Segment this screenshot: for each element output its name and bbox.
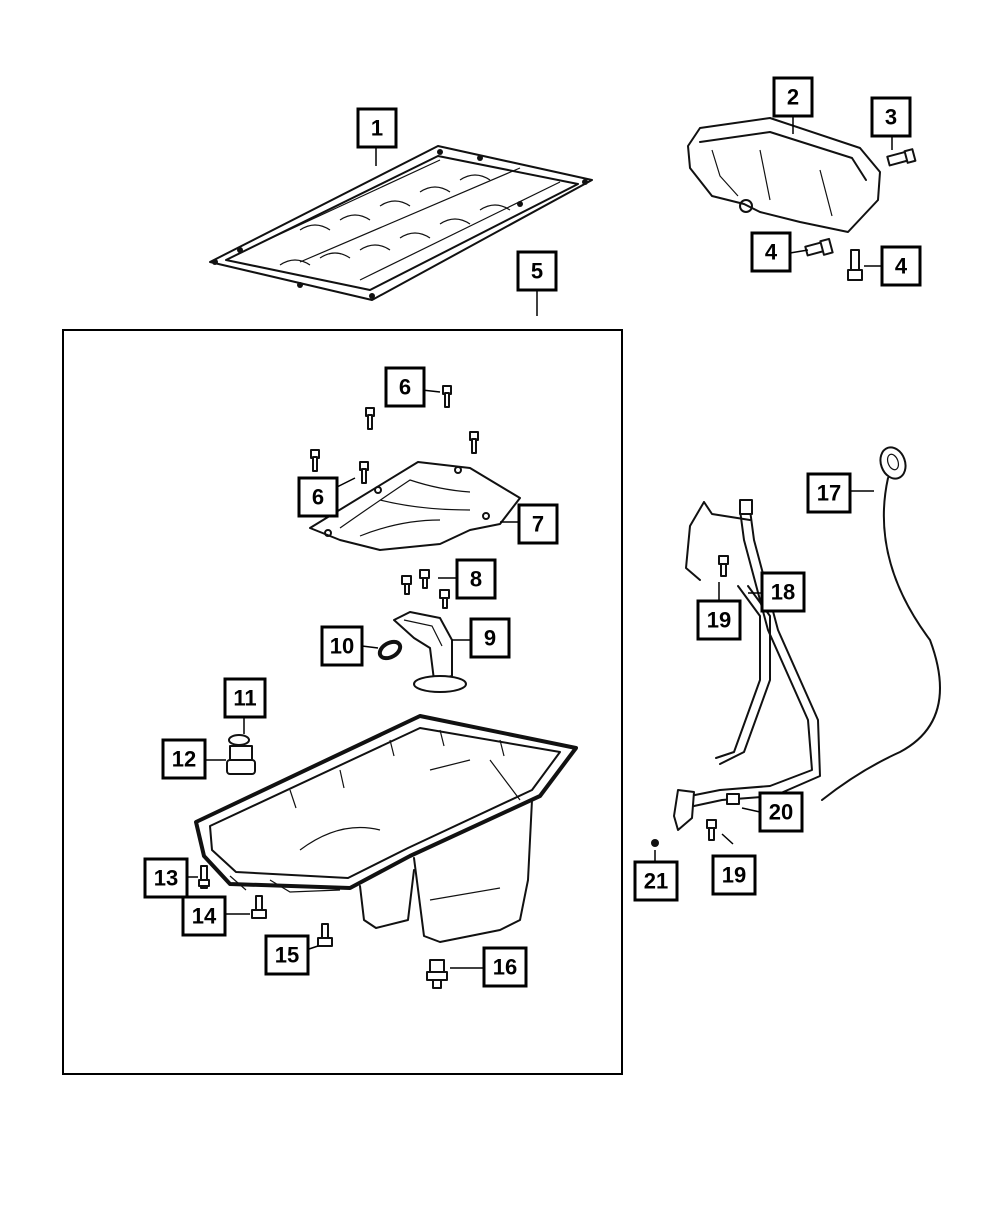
callout-15: 15: [264, 934, 310, 976]
bolt-part-15: [317, 923, 333, 947]
svg-text:13: 13: [154, 866, 178, 891]
bolt-part-8-set: [401, 569, 450, 609]
callout-6a: 6: [384, 366, 426, 408]
callout-21: 21: [633, 860, 679, 902]
svg-text:19: 19: [722, 863, 746, 888]
callout-7: 7: [517, 503, 559, 545]
bolt-part-19a: [718, 555, 729, 577]
callout-20: 20: [758, 791, 804, 833]
drain-plug-part-16: [426, 959, 448, 989]
oil-pickup-tube-part: [393, 611, 467, 693]
svg-text:20: 20: [769, 800, 793, 825]
svg-text:8: 8: [470, 567, 482, 592]
bolt-part-4a: [804, 237, 834, 257]
svg-text:6: 6: [399, 375, 411, 400]
svg-text:4: 4: [895, 254, 908, 279]
svg-text:3: 3: [885, 105, 897, 130]
svg-text:11: 11: [233, 686, 256, 711]
bolt-part-19b: [706, 819, 717, 841]
svg-text:15: 15: [275, 943, 299, 968]
svg-text:9: 9: [484, 626, 496, 651]
svg-text:5: 5: [531, 259, 543, 284]
plug-part-12: [226, 745, 256, 775]
callout-13: 13: [143, 857, 189, 899]
nut-part-20: [726, 793, 740, 805]
stud-part-13: [198, 865, 210, 889]
bolt-part-14: [251, 895, 267, 919]
callout-19b: 19: [711, 854, 757, 896]
bolt-part-3: [886, 148, 917, 167]
svg-text:2: 2: [787, 85, 799, 110]
callout-9: 9: [469, 617, 511, 659]
callout-4b: 4: [880, 245, 922, 287]
svg-text:12: 12: [172, 747, 196, 772]
bolt-part-4b: [847, 249, 863, 281]
callout-4a: 4: [750, 231, 792, 273]
svg-text:17: 17: [817, 481, 841, 506]
svg-text:1: 1: [371, 116, 383, 141]
svg-text:4: 4: [765, 240, 778, 265]
oil-baffle-plate-part: [309, 461, 521, 551]
callout-1: 1: [356, 107, 398, 149]
bolt-part-6-set: [310, 385, 479, 484]
callout-2: 2: [772, 76, 814, 118]
callout-19a: 19: [696, 599, 742, 641]
dipstick-tube-part: [673, 499, 821, 831]
callout-18: 18: [760, 571, 806, 613]
oil-pan-group-frame: [62, 329, 623, 1075]
callout-17: 17: [806, 472, 852, 514]
oring-part-11: [228, 734, 250, 746]
oring-part-10: [377, 639, 403, 661]
callout-12: 12: [161, 738, 207, 780]
oil-pan-part: [194, 714, 578, 943]
callout-8: 8: [455, 558, 497, 600]
callout-14: 14: [181, 895, 227, 937]
svg-text:19: 19: [707, 608, 731, 633]
oil-pan-bracket-part: [687, 117, 881, 233]
windage-tray-part: [209, 145, 593, 301]
callout-3: 3: [870, 96, 912, 138]
callout-6b: 6: [297, 476, 339, 518]
svg-text:10: 10: [330, 634, 354, 659]
callout-11: 11: [223, 677, 267, 719]
svg-text:14: 14: [192, 904, 217, 929]
dipstick-part: [821, 446, 941, 801]
svg-text:6: 6: [312, 485, 324, 510]
svg-text:18: 18: [771, 580, 795, 605]
seal-part-21: [651, 839, 659, 847]
svg-text:16: 16: [493, 955, 517, 980]
svg-text:21: 21: [644, 869, 668, 894]
callout-5: 5: [516, 250, 558, 292]
callout-10: 10: [320, 625, 364, 667]
svg-text:7: 7: [532, 512, 544, 537]
callout-16: 16: [482, 946, 528, 988]
